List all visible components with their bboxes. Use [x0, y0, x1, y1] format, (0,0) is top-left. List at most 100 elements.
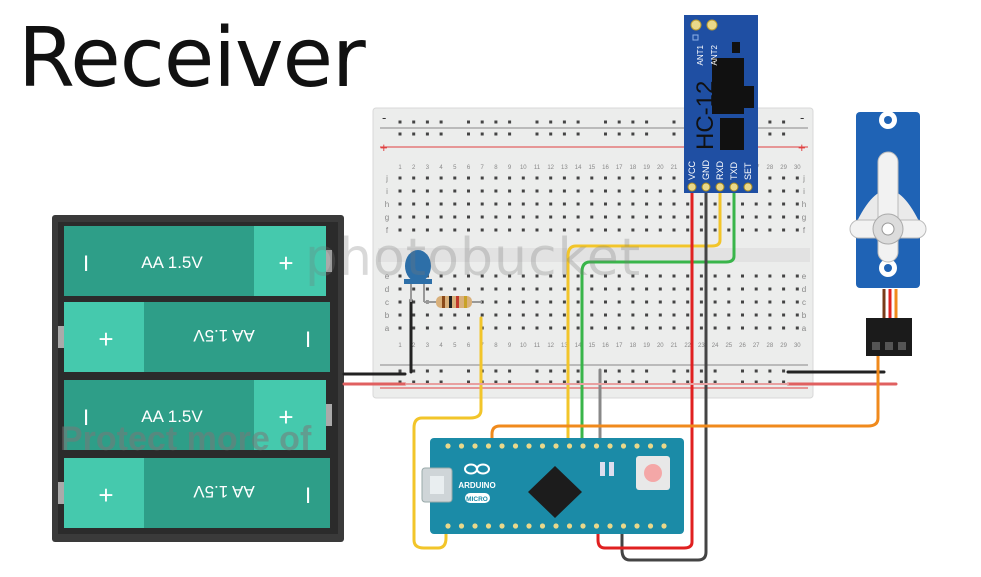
breadboard-hole — [713, 215, 717, 219]
breadboard-hole — [494, 228, 498, 232]
breadboard-hole — [562, 215, 566, 219]
rail-hole — [713, 369, 717, 373]
row-label: e — [802, 272, 807, 281]
breadboard-hole — [549, 326, 553, 330]
minus-terminal: I — [305, 327, 311, 352]
breadboard-hole — [453, 215, 457, 219]
breadboard-hole — [549, 300, 553, 304]
arduino-pin — [607, 523, 613, 529]
breadboard-hole — [576, 313, 580, 317]
breadboard-hole — [795, 176, 799, 180]
breadboard-hole — [412, 189, 416, 193]
rail-hole — [508, 120, 512, 124]
breadboard-hole — [741, 313, 744, 317]
breadboard-hole — [535, 313, 539, 317]
breadboard-hole — [590, 300, 594, 304]
column-label: 1 — [398, 165, 402, 171]
breadboard-hole — [754, 313, 758, 317]
arduino-pin — [526, 523, 532, 529]
breadboard-hole — [727, 215, 731, 219]
column-label: 21 — [671, 343, 678, 349]
breadboard-hole — [590, 176, 594, 180]
breadboard-hole — [713, 287, 717, 291]
breadboard-hole — [549, 287, 553, 291]
rail-hole — [782, 369, 786, 373]
breadboard-hole — [768, 287, 772, 291]
breadboard-hole — [617, 287, 621, 291]
breadboard-hole — [494, 202, 498, 206]
breadboard-hole — [562, 274, 566, 278]
breadboard-hole — [741, 228, 744, 232]
breadboard-hole — [645, 326, 649, 330]
breadboard-hole — [617, 313, 621, 317]
breadboard-hole — [398, 228, 402, 232]
arduino-pin — [566, 443, 573, 449]
breadboard-hole — [658, 176, 662, 180]
column-label: 5 — [453, 165, 457, 171]
rail-hole — [672, 132, 676, 136]
row-label: g — [802, 213, 806, 222]
arduino-pin — [620, 443, 627, 449]
rail-hole — [494, 380, 498, 384]
breadboard-hole — [768, 300, 772, 304]
column-label: 4 — [439, 165, 443, 171]
rail-hole — [412, 369, 416, 373]
breadboard-hole — [713, 313, 717, 317]
column-label: 3 — [426, 165, 430, 171]
row-label: f — [386, 226, 389, 235]
breadboard-hole — [480, 202, 484, 206]
rail-hole — [604, 132, 607, 136]
breadboard-hole — [398, 313, 402, 317]
breadboard-hole — [535, 176, 539, 180]
breadboard-hole — [467, 202, 470, 206]
rail-hole — [549, 132, 553, 136]
breadboard-hole — [617, 300, 621, 304]
breadboard-hole — [795, 274, 799, 278]
plus-terminal: + — [98, 324, 113, 354]
column-label: 28 — [767, 165, 774, 171]
breadboard-hole — [467, 228, 470, 232]
breadboard-hole — [658, 313, 662, 317]
breadboard-hole — [590, 274, 594, 278]
breadboard-hole — [439, 274, 443, 278]
rail-hole — [699, 380, 703, 384]
resistor — [424, 296, 482, 308]
breadboard-hole — [741, 202, 744, 206]
row-label: a — [385, 324, 390, 333]
rail-hole — [439, 132, 443, 136]
breadboard-hole — [768, 326, 772, 330]
ant1-label: ANT1 — [696, 44, 705, 65]
row-label: i — [386, 187, 388, 196]
column-label: 8 — [494, 165, 498, 171]
breadboard-hole — [645, 189, 649, 193]
breadboard-hole — [412, 313, 416, 317]
breadboard-hole — [754, 228, 758, 232]
rail-hole — [631, 132, 635, 136]
breadboard-hole — [521, 189, 525, 193]
led — [404, 250, 432, 302]
breadboard-hole — [672, 287, 676, 291]
breadboard-hole — [768, 215, 772, 219]
breadboard-hole — [795, 287, 799, 291]
breadboard-hole — [686, 215, 690, 219]
column-label: 14 — [575, 165, 582, 171]
breadboard-hole — [535, 189, 539, 193]
breadboard-hole — [480, 287, 484, 291]
breadboard-hole — [727, 202, 731, 206]
column-label: 26 — [739, 343, 746, 349]
arduino-pin — [458, 443, 465, 449]
breadboard-hole — [699, 313, 703, 317]
rail-hole — [425, 369, 429, 373]
row-label: c — [385, 298, 389, 307]
breadboard-hole — [645, 313, 649, 317]
breadboard-hole — [480, 274, 484, 278]
breadboard-hole — [699, 202, 703, 206]
column-label: 23 — [698, 343, 705, 349]
rail-hole — [467, 120, 470, 124]
breadboard-hole — [782, 228, 786, 232]
rail-hole — [494, 132, 498, 136]
column-label: 27 — [753, 343, 760, 349]
